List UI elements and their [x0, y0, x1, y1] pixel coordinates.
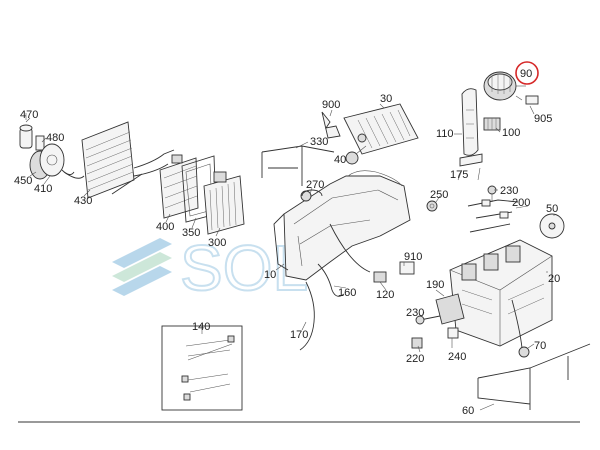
- part-20-hvac-unit: [449, 239, 553, 349]
- label-40: 40: [334, 154, 346, 166]
- label-230: 230: [406, 307, 424, 319]
- part-470-sensor: [19, 113, 33, 149]
- highlight-circle-90: [515, 61, 539, 85]
- part-330-filter-outline: [261, 145, 335, 186]
- label-110: 110: [436, 128, 454, 140]
- part-200-wiring-harness: [467, 199, 519, 233]
- label-450: 450: [14, 175, 32, 187]
- label-200: 200: [512, 197, 530, 209]
- part-900-bracket: [321, 111, 341, 139]
- part-40-motor: [345, 145, 367, 165]
- part-175-mount-bracket: [457, 153, 483, 181]
- part-60-panel: [477, 343, 591, 410]
- part-100-resistor: [483, 117, 501, 131]
- label-100: 100: [502, 127, 520, 139]
- part-905-connector: [525, 95, 539, 105]
- part-270-cover: [301, 189, 323, 197]
- label-410: 410: [34, 183, 52, 195]
- part-230-screw: [415, 315, 441, 325]
- part-400-heater-core: [159, 154, 199, 219]
- part-430-evaporator: [63, 121, 175, 199]
- part-labels: 470 480 450 410 430 400 350 300 900 30 3…: [14, 68, 560, 417]
- label-90: 90: [520, 68, 532, 80]
- part-220-clip: [411, 337, 423, 349]
- label-480: 480: [46, 132, 64, 144]
- label-905: 905: [534, 113, 552, 125]
- part-480-clip: [35, 135, 45, 151]
- label-910: 910: [404, 251, 422, 263]
- label-400: 400: [156, 221, 174, 233]
- part-300-aux-heater: [203, 171, 245, 235]
- label-70: 70: [534, 340, 546, 352]
- label-230-top: 230: [500, 185, 518, 197]
- label-470: 470: [20, 109, 38, 121]
- part-30-air-duct-housing: [343, 103, 419, 155]
- inset-box-140: [161, 325, 243, 411]
- label-240: 240: [448, 351, 466, 363]
- label-220: 220: [406, 353, 424, 365]
- part-50-blower-wheel: [539, 213, 565, 239]
- part-450-410-valve: [29, 143, 75, 180]
- label-10: 10: [264, 269, 276, 281]
- label-60: 60: [462, 405, 474, 417]
- label-270: 270: [306, 179, 324, 191]
- part-160-hose: [317, 263, 345, 297]
- label-20: 20: [548, 273, 560, 285]
- part-250-grommet: [426, 200, 438, 212]
- label-175: 175: [450, 169, 468, 181]
- part-170-drain-hose: [299, 281, 315, 351]
- part-10-hvac-housing: [273, 170, 411, 281]
- part-910-connector: [399, 261, 415, 275]
- label-330: 330: [310, 136, 328, 148]
- label-50: 50: [546, 203, 558, 215]
- part-70-plug: [518, 346, 530, 358]
- label-160: 160: [338, 287, 356, 299]
- part-240-clip: [447, 327, 459, 339]
- leader-lines: [25, 85, 555, 411]
- label-300: 300: [208, 237, 226, 249]
- label-900: 900: [322, 99, 340, 111]
- label-120: 120: [376, 289, 394, 301]
- part-110-blower-duct: [461, 88, 479, 156]
- label-430: 430: [74, 195, 92, 207]
- part-120-actuator: [373, 271, 387, 283]
- label-350: 350: [182, 227, 200, 239]
- label-170: 170: [290, 329, 308, 341]
- part-90-blower-motor: [483, 71, 523, 101]
- label-30: 30: [380, 93, 392, 105]
- label-140: 140: [192, 321, 210, 333]
- label-250: 250: [430, 189, 448, 201]
- label-190: 190: [426, 279, 444, 291]
